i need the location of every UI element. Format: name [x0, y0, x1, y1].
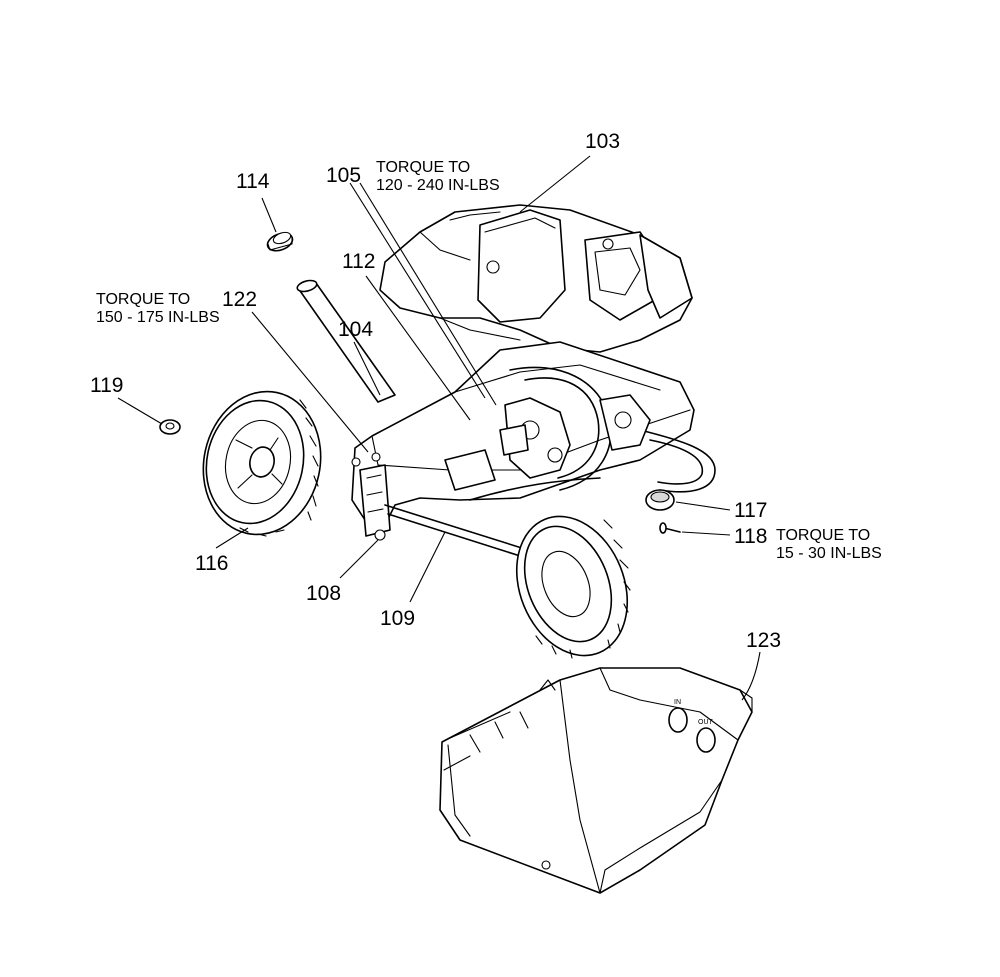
callout-119: 119: [90, 374, 123, 397]
part-119-nut: [159, 419, 181, 435]
part-rear-wheel: [515, 515, 631, 659]
callout-labels: 103 105 114 112 122 104 119 117 118 116 …: [90, 130, 781, 652]
note-105-line1: TORQUE TO: [376, 159, 470, 176]
torque-notes: TORQUE TO 120 - 240 IN-LBS TORQUE TO 150…: [96, 159, 882, 562]
leader-lines: [117, 155, 761, 701]
callout-112: 112: [342, 250, 375, 273]
part-114-fitting: [266, 231, 294, 252]
callout-103: 103: [585, 130, 620, 153]
callout-108: 108: [306, 582, 341, 605]
part-118-bolt: [659, 522, 681, 534]
callout-117: 117: [734, 499, 767, 522]
shroud-port-markings: IN OUT: [674, 699, 714, 726]
part-103-engine-housing: [379, 204, 693, 353]
part-116-wheel-left: [202, 390, 322, 537]
part-117-cap: [645, 489, 675, 511]
note-105-line2: 120 - 240 IN-LBS: [376, 177, 500, 194]
port-label-in: IN: [674, 699, 681, 706]
note-118-line1: TORQUE TO: [776, 527, 870, 544]
callout-105: 105: [326, 164, 361, 187]
callout-109: 109: [380, 607, 415, 630]
port-label-out: OUT: [698, 719, 714, 726]
note-118-line2: 15 - 30 IN-LBS: [776, 545, 882, 562]
callout-122: 122: [222, 288, 257, 311]
callout-123: 123: [746, 629, 781, 652]
note-122-line2: 150 - 175 IN-LBS: [96, 309, 220, 326]
note-122-line1: TORQUE TO: [96, 291, 190, 308]
callout-104: 104: [338, 318, 373, 341]
callout-118: 118: [734, 525, 767, 548]
callout-114: 114: [236, 170, 270, 193]
frame-assembly: [296, 279, 716, 598]
part-123-shroud: [439, 667, 753, 894]
callout-116: 116: [195, 552, 228, 575]
